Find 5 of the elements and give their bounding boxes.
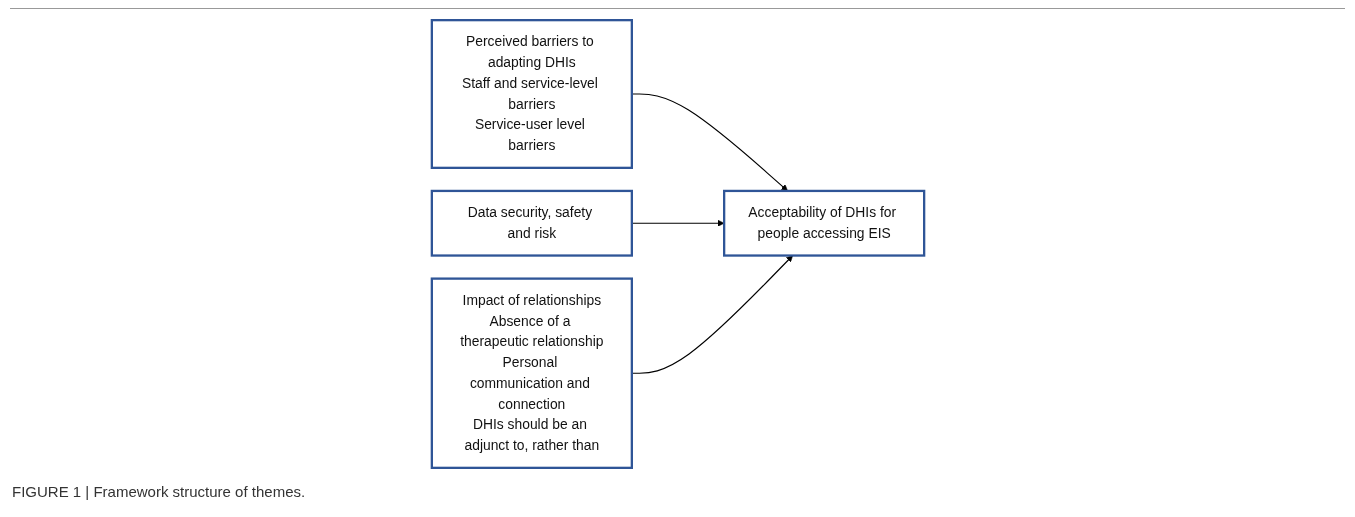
node-box: Impact of relationships Absence of a therapeutic relationship Personal communication and connection DHIs should be an adjunct to, rather than bbox=[430, 277, 633, 469]
figure-caption: FIGURE 1 | Framework structure of themes. bbox=[12, 483, 307, 500]
node-box: Data security, safety and risk bbox=[430, 189, 633, 257]
node-box: Perceived barriers to adapting DHIs Staff and service-level barriers Service-user level barriers bbox=[430, 19, 633, 169]
node-box: Acceptability of DHIs for people accessing EIS bbox=[722, 189, 925, 257]
